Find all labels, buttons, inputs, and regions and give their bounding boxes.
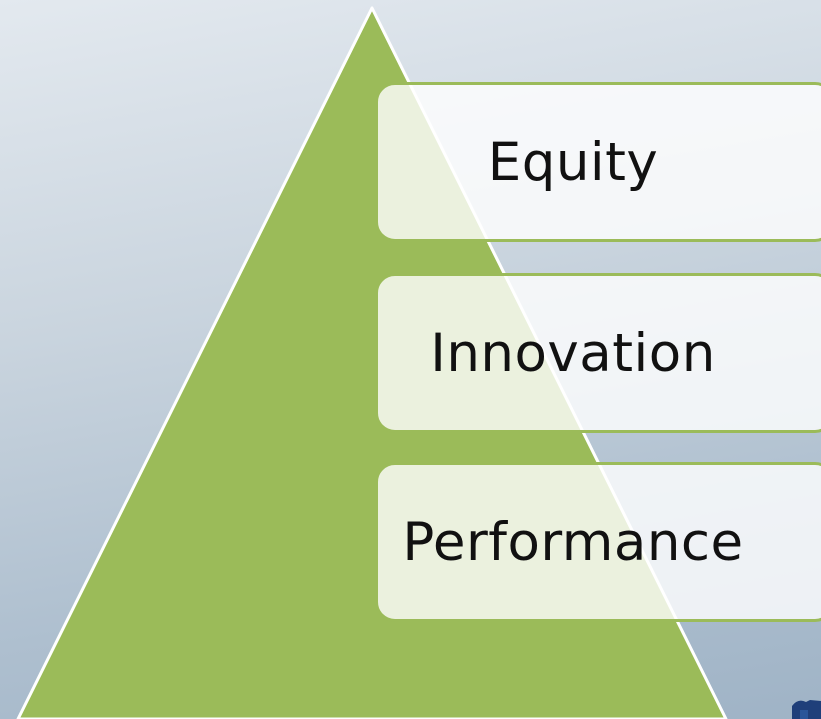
level-label-innovation: Innovation xyxy=(430,322,716,384)
level-label-equity: Equity xyxy=(487,131,659,193)
pyramid-level-innovation: Innovation xyxy=(375,273,821,433)
logo-fragment-icon xyxy=(792,700,821,719)
pyramid-level-performance: Performance xyxy=(375,462,821,622)
level-label-performance: Performance xyxy=(402,511,744,573)
pyramid-level-equity: Equity xyxy=(375,82,821,242)
